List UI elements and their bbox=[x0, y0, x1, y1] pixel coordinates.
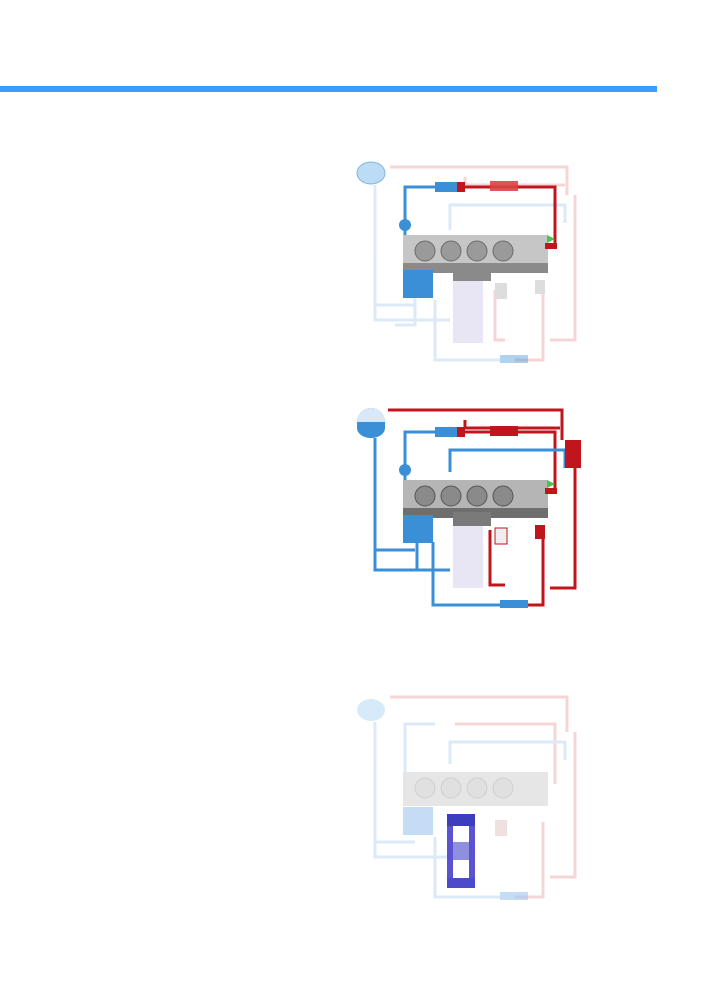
water-pump bbox=[399, 219, 411, 231]
thermostat-block bbox=[435, 182, 457, 192]
cooling-schematic-3 bbox=[357, 695, 577, 900]
transmission-oil-cooler bbox=[447, 814, 475, 888]
cooling-schematic-1 bbox=[356, 161, 577, 363]
cooling-schematic-2 bbox=[357, 408, 581, 608]
oil-cooler bbox=[403, 270, 433, 298]
heater-core bbox=[490, 426, 518, 436]
oil-cooler bbox=[403, 515, 433, 543]
header-accent-bar bbox=[0, 86, 657, 92]
heater-core bbox=[490, 181, 518, 191]
cooling-diagram-1 bbox=[355, 155, 587, 370]
expansion-tank bbox=[356, 161, 386, 185]
cooling-diagram-2 bbox=[355, 400, 587, 615]
water-pump bbox=[399, 464, 411, 476]
thermostat-block bbox=[435, 427, 457, 437]
expansion-tank bbox=[357, 699, 385, 721]
cooling-diagram-3 bbox=[355, 692, 587, 907]
